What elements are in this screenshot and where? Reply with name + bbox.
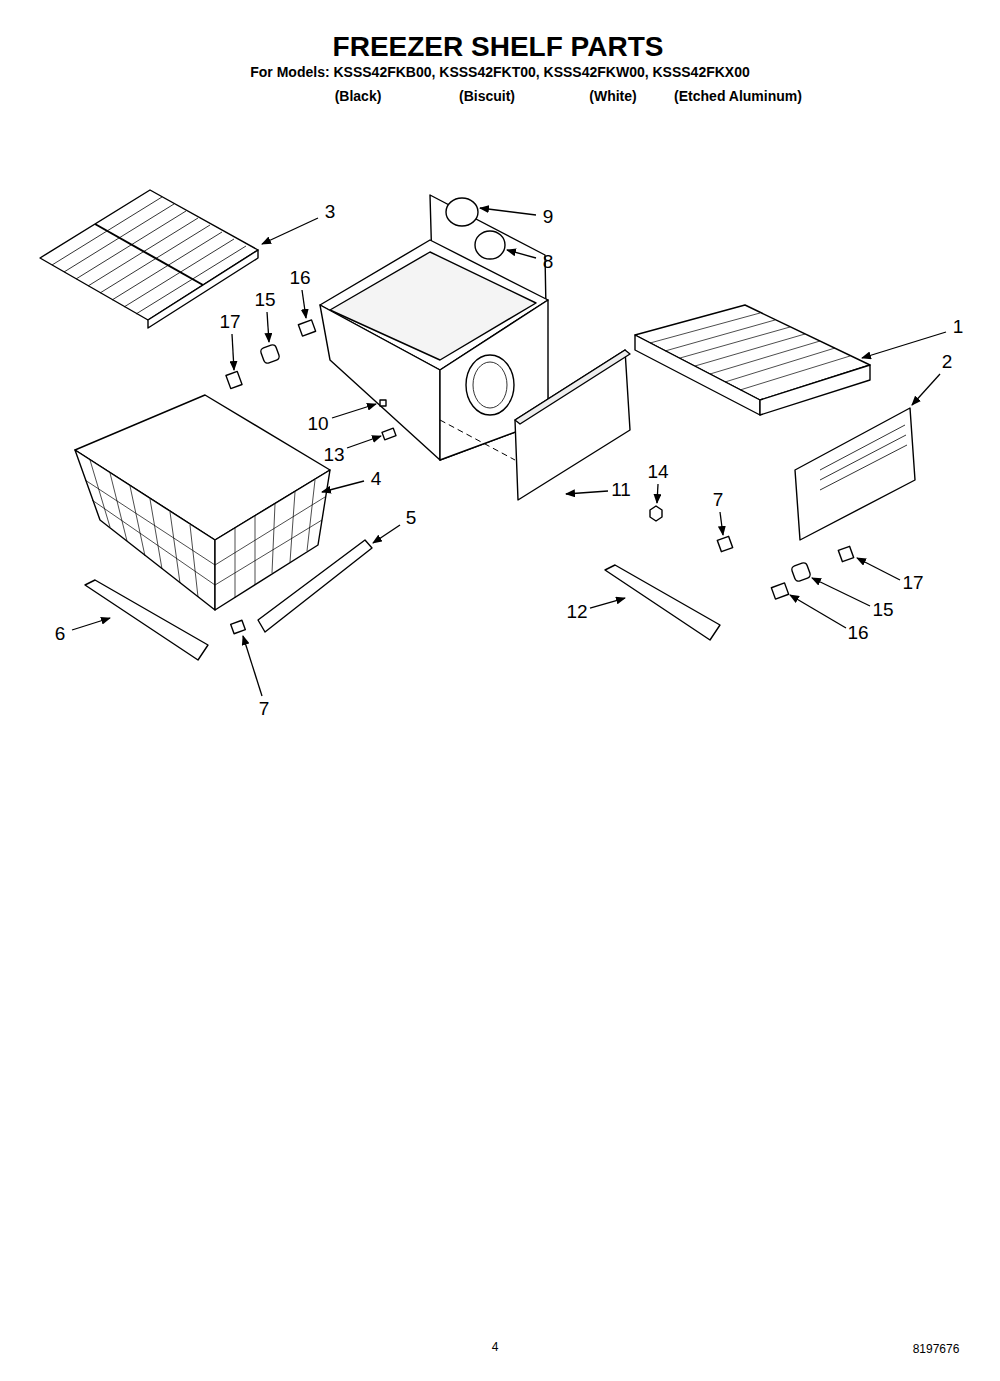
- callout-number: 15: [872, 600, 893, 621]
- color-name: (White): [589, 89, 636, 104]
- callout-number: 15: [254, 290, 275, 311]
- callout-number: 7: [713, 490, 724, 511]
- callout-number: 17: [219, 312, 240, 333]
- callout-number: 12: [566, 602, 587, 623]
- callout-number: 8: [543, 252, 554, 273]
- callout-number: 16: [289, 268, 310, 289]
- callout-number: 14: [647, 462, 668, 483]
- callout-number: 3: [325, 202, 336, 223]
- color-name: (Etched Aluminum): [674, 89, 802, 104]
- callout-number: 10: [307, 414, 328, 435]
- page-number: 4: [492, 1341, 499, 1354]
- callout-number: 7: [259, 699, 270, 720]
- color-name: (Black): [335, 89, 382, 104]
- page-title: FREEZER SHELF PARTS: [333, 32, 664, 63]
- callout-number: 1: [953, 317, 964, 338]
- model-list: For Models: KSSS42FKB00, KSSS42FKT00, KS…: [250, 65, 750, 80]
- callout-number: 11: [611, 480, 631, 501]
- color-name: (Biscuit): [459, 89, 515, 104]
- callout-number: 17: [902, 573, 923, 594]
- callout-number: 2: [942, 352, 953, 373]
- callout-number: 13: [323, 445, 344, 466]
- document-number: 8197676: [913, 1343, 960, 1356]
- callout-number: 5: [406, 508, 417, 529]
- callout-number: 6: [55, 624, 66, 645]
- callout-number: 16: [847, 623, 868, 644]
- callout-number: 4: [371, 469, 382, 490]
- callout-number: 9: [543, 207, 554, 228]
